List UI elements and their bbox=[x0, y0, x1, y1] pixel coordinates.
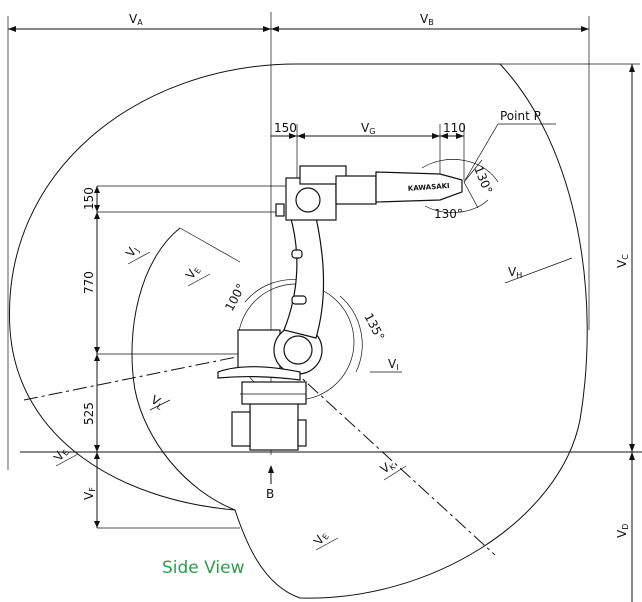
vk-label: VK bbox=[378, 457, 398, 477]
dim-770: 770 bbox=[82, 271, 96, 294]
vf-label: VF bbox=[82, 487, 97, 500]
view-marker-b: B bbox=[266, 465, 274, 501]
vg-label: VG bbox=[361, 121, 375, 136]
dim-150-left: 150 bbox=[82, 187, 96, 210]
view-marker-label: B bbox=[266, 487, 274, 501]
vj-label: VJ bbox=[123, 243, 141, 260]
reach-envelope-outer bbox=[9, 63, 588, 599]
ve-label-left: VE bbox=[51, 445, 71, 464]
vh-label: VH bbox=[508, 265, 522, 280]
forearm-dimensions: 150 VG 110 bbox=[271, 121, 466, 180]
top-dimension: VA VB bbox=[7, 12, 590, 470]
brand-logo: KAWASAKI bbox=[408, 182, 450, 193]
left-dimensions: 150 770 525 VF bbox=[82, 185, 300, 529]
diagram-title: Side View bbox=[162, 558, 245, 578]
dim-150-top: 150 bbox=[274, 121, 297, 135]
point-p-label: Point P bbox=[500, 109, 541, 123]
robot-arm: KAWASAKI bbox=[217, 165, 463, 451]
vi-label: VI bbox=[388, 357, 399, 372]
ve-label-bottom: VE bbox=[311, 529, 331, 548]
vc-label: VC bbox=[615, 254, 630, 268]
wrist-angle-upper: 130° bbox=[471, 164, 495, 196]
wrist-angle-lower: 130° bbox=[434, 207, 463, 221]
reach-envelope-inner bbox=[131, 227, 236, 511]
vl-label: VL bbox=[148, 392, 167, 412]
va-label: VA bbox=[129, 12, 143, 27]
right-dimension: VC VD bbox=[297, 63, 640, 602]
point-p: Point P bbox=[463, 109, 556, 183]
vb-label: VB bbox=[420, 12, 434, 27]
vd-label: VD bbox=[615, 524, 630, 538]
dim-525: 525 bbox=[82, 402, 96, 425]
arm-angle-100: 100° bbox=[222, 281, 248, 313]
dim-110: 110 bbox=[443, 121, 466, 135]
arm-angle-135: 135° bbox=[361, 311, 387, 343]
